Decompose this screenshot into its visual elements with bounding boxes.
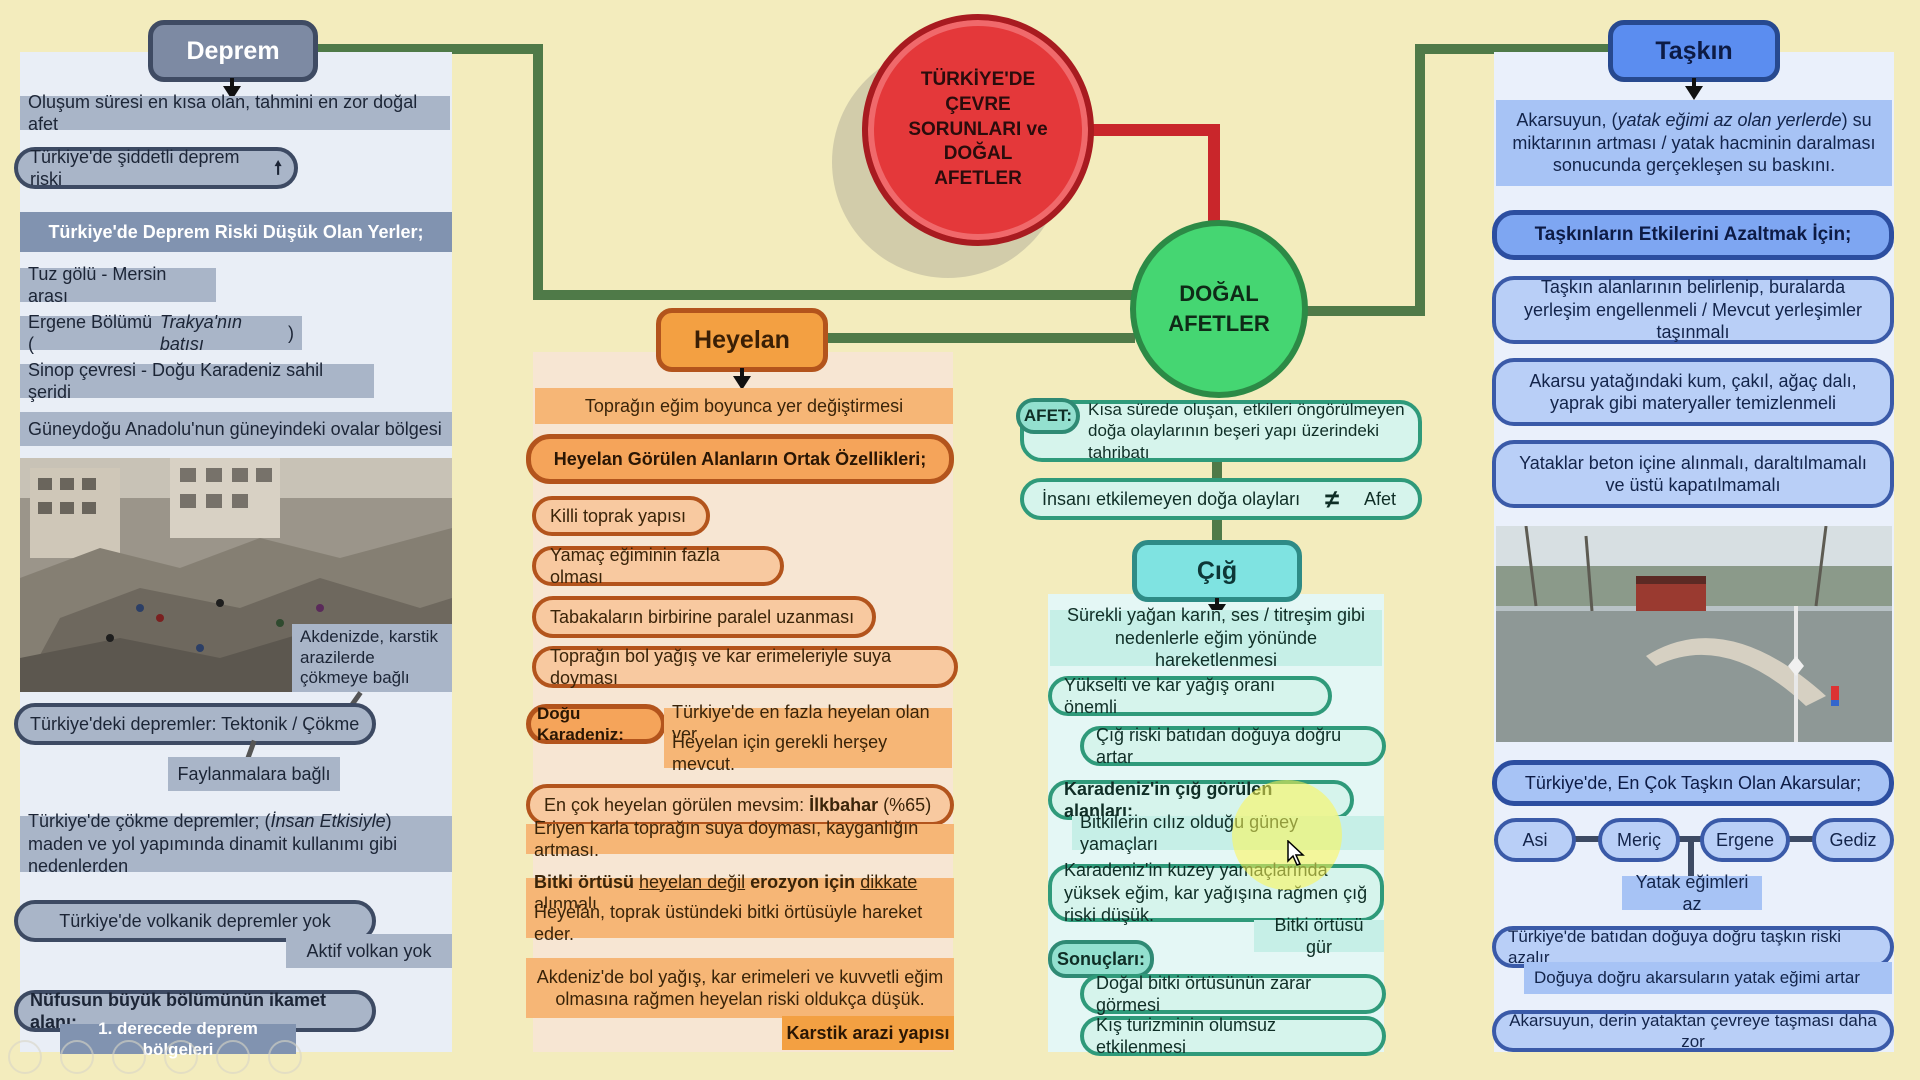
heyelan-karstik: Karstik arazi yapısı	[782, 1016, 954, 1050]
deprem-header[interactable]: Deprem	[148, 20, 318, 82]
page-control-icon[interactable]	[164, 1040, 198, 1074]
rivers-connector-v	[1688, 836, 1694, 876]
heyelan-feature-2: Yamaç eğiminin fazla olması	[532, 545, 784, 587]
taskin-arrow-stem	[1692, 78, 1696, 88]
cig-arrow-stem	[1215, 598, 1219, 606]
heyelan-feature-4: Toprağın bol yağış ve kar erimeleriyle s…	[532, 646, 958, 688]
cig-yukselti: Yükselti ve kar yağış oranı önemli	[1048, 675, 1332, 717]
up-arrow-icon: 🠕	[274, 157, 282, 178]
deprem-low-risk-title: Türkiye'de Deprem Riski Düşük Olan Yerle…	[20, 212, 452, 252]
heyelan-definition: Toprağın eğim boyunca yer değiştirmesi	[535, 388, 953, 424]
taskin-measure-1: Taşkın alanlarının belirlenip, buralarda…	[1492, 276, 1894, 344]
not-equal-icon: ≠	[1324, 483, 1340, 514]
deprem-cokme-note: Türkiye'de çökme depremler; (İnsan Etkis…	[20, 811, 452, 876]
heyelan-features-title: Heyelan Görülen Alanların Ortak Özellikl…	[526, 434, 954, 484]
deprem-aktif-volkan: Aktif volkan yok	[286, 934, 452, 968]
forward-control-icon[interactable]	[60, 1040, 94, 1074]
cursor-highlight	[1232, 780, 1342, 890]
river-ergene: Ergene	[1700, 818, 1790, 862]
center-circle: DOĞAL AFETLER	[1130, 220, 1308, 398]
river-gediz: Gediz	[1812, 818, 1894, 862]
taskin-rivers-title: Türkiye'de, En Çok Taşkın Olan Akarsular…	[1492, 760, 1894, 806]
afet-insan-pill: İnsanı etkilemeyen doğa olayları ≠ Afet	[1020, 478, 1422, 520]
flood-photo	[1496, 526, 1892, 742]
cig-result-1: Doğal bitki örtüsünün zarar görmesi	[1080, 973, 1386, 1015]
heyelan-mevsim-reason: Eriyen karla toprağın suya doyması, kayg…	[526, 818, 954, 860]
connector-title-h	[1090, 124, 1220, 136]
deprem-low-risk-3: Sinop çevresi - Doğu Karadeniz sahil şer…	[20, 360, 374, 402]
connector-heyelan	[825, 333, 1135, 343]
cig-risk-bati: Çığ riski batıdan doğuya doğru artar	[1080, 725, 1386, 767]
connector-deprem	[318, 44, 543, 54]
connector-taskin-h1	[1415, 44, 1610, 54]
heyelan-arrow-icon	[733, 376, 751, 390]
taskin-definition: Akarsuyun, (yatak eğimi az olan yerlerde…	[1496, 100, 1892, 186]
deprem-karst-note: Akdenizde, karstik arazilerde çökmeye ba…	[292, 624, 452, 692]
taskin-bati-dogu: Türkiye'de batıdan doğuya doğru taşkın r…	[1492, 926, 1894, 968]
cig-header[interactable]: Çığ	[1132, 540, 1302, 602]
taskin-yatak-az: Yatak eğimleri az	[1622, 872, 1762, 914]
heyelan-bitki-line-1: Bitki örtüsü heyelan değil erozyon için …	[526, 872, 954, 914]
zoom-control-icon[interactable]	[216, 1040, 250, 1074]
taskin-measure-2: Akarsu yatağındaki kum, çakıl, ağaç dalı…	[1492, 358, 1894, 426]
heyelan-feature-3: Tabakaların birbirine paralel uzanması	[532, 596, 876, 638]
heyelan-bitki-line-2: Heyelan, toprak üstündeki bitki örtüsüyl…	[526, 902, 954, 944]
connector-deprem-h	[533, 290, 1133, 300]
heyelan-dogu-label: Doğu Karadeniz:	[526, 704, 666, 744]
deprem-faylanma: Faylanmalara bağlı	[168, 757, 340, 791]
deprem-risk-pill: Türkiye'de şiddetli deprem riski 🠕	[14, 147, 298, 189]
heyelan-arrow-stem	[740, 368, 744, 378]
taskin-header[interactable]: Taşkın	[1608, 20, 1780, 82]
taskin-arrow-icon	[1685, 86, 1703, 100]
heyelan-feature-1: Killi toprak yapısı	[532, 496, 710, 536]
heyelan-dogu-text-2: Heyelan için gerekli herşey mevcut.	[664, 732, 952, 774]
taskin-measure-3: Yataklar beton içine alınmalı, daraltılm…	[1492, 440, 1894, 508]
deprem-tektonik-pill: Türkiye'deki depremler: Tektonik / Çökme	[14, 703, 376, 745]
taskin-doguya: Doğuya doğru akarsuların yatak eğimi art…	[1524, 962, 1892, 994]
menu-control-icon[interactable]	[268, 1040, 302, 1074]
deprem-low-risk-2: Ergene Bölümü (Trakya'nın batısı)	[20, 312, 302, 354]
cig-bitki-gur: Bitki örtüsü gür	[1254, 915, 1384, 957]
taskin-derin: Akarsuyun, derin yataktan çevreye taşmas…	[1492, 1010, 1894, 1052]
afet-definition-pill: Kısa sürede oluşan, etkileri öngörülmeye…	[1020, 400, 1422, 462]
center-node-label: DOĞAL AFETLER	[1168, 281, 1270, 336]
title-circle: TÜRKİYE'DE ÇEVRE SORUNLARI ve DOĞAL AFET…	[862, 14, 1094, 246]
river-asi: Asi	[1494, 818, 1576, 862]
connector-title-v	[1208, 124, 1220, 224]
heyelan-akdeniz: Akdeniz'de bol yağış, kar erimeleri ve k…	[526, 958, 954, 1018]
taskin-azaltmak-title: Taşkınların Etkilerini Azaltmak İçin;	[1492, 210, 1894, 260]
cig-karadeniz-title: Karadeniz'in çığ görülen alanları:	[1048, 779, 1354, 821]
river-meric: Meriç	[1598, 818, 1680, 862]
cig-result-2: Kış turizminin olumsuz etkilenmesi	[1080, 1015, 1386, 1057]
connector-taskin-h2	[1305, 306, 1425, 316]
deprem-item-1: Oluşum süresi en kısa olan, tahmini en z…	[20, 92, 450, 134]
deprem-low-risk-4: Güneydoğu Anadolu'nun güneyindeki ovalar…	[20, 412, 452, 446]
cig-definition: Sürekli yağan karın, ses / titreşim gibi…	[1050, 605, 1382, 670]
mouse-cursor-icon	[1287, 839, 1305, 871]
connector-taskin-v	[1415, 44, 1425, 316]
back-control-icon[interactable]	[8, 1040, 42, 1074]
afet-label: AFET:	[1016, 398, 1080, 434]
pen-control-icon[interactable]	[112, 1040, 146, 1074]
deprem-low-risk-1: Tuz gölü - Mersin arası	[20, 264, 216, 306]
deprem-arrow-stem	[230, 78, 234, 88]
connector-deprem-v	[533, 44, 543, 300]
page-title: TÜRKİYE'DE ÇEVRE SORUNLARI ve DOĞAL AFET…	[908, 69, 1048, 190]
heyelan-header[interactable]: Heyelan	[656, 308, 828, 372]
